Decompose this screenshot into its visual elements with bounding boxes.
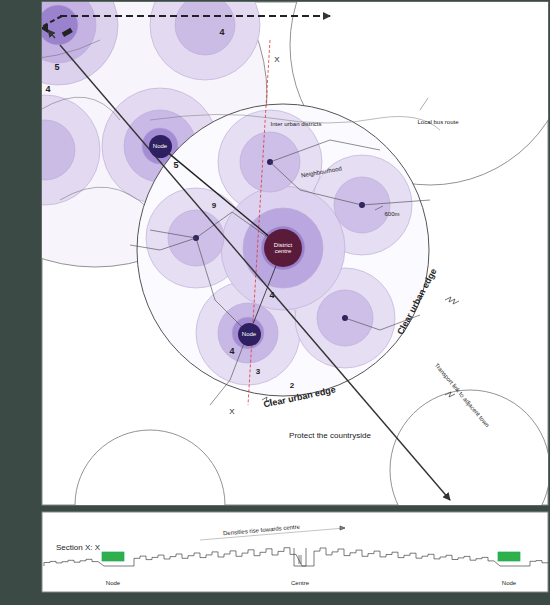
map-label: Node (106, 580, 120, 587)
centre-node: Node (238, 323, 261, 346)
centre-node: Node (149, 135, 172, 158)
route-line (253, 266, 276, 324)
node-label: Node (242, 331, 256, 337)
map-label: Clear urban edge (263, 386, 337, 411)
map-label: Protect the countryside (289, 432, 371, 441)
zone-number: 5 (173, 161, 178, 171)
map-label: Local bus route (417, 119, 458, 126)
map-label: Centre (291, 580, 309, 587)
map-label: Inter urban districts (270, 121, 321, 128)
zone-number: 9 (212, 202, 216, 211)
node-label: Node (153, 143, 167, 149)
zone-number: 4 (219, 28, 224, 38)
route-line (169, 153, 269, 236)
node-label: District centre (268, 242, 298, 255)
zone-number: 4 (45, 85, 50, 95)
map-label: Clear urban edge (396, 267, 439, 337)
zone-number: 3 (256, 368, 260, 377)
map-label: Node (502, 580, 516, 587)
map-label: Transport link to adjacent town (433, 362, 490, 429)
zone-number: 4 (269, 291, 274, 301)
map-label: Densities rise towards centre (223, 523, 300, 536)
map-label: Neighbourhood (301, 165, 343, 179)
zone-number: 5 (54, 63, 59, 73)
zone-number: 4 (229, 347, 234, 357)
zone-number: 2 (290, 382, 294, 391)
map-label: X (229, 408, 234, 417)
map-label: Section X: X (56, 544, 100, 553)
centre-node: District centre (264, 229, 302, 267)
map-label: X (274, 56, 279, 65)
map-label: 600m (384, 211, 399, 218)
